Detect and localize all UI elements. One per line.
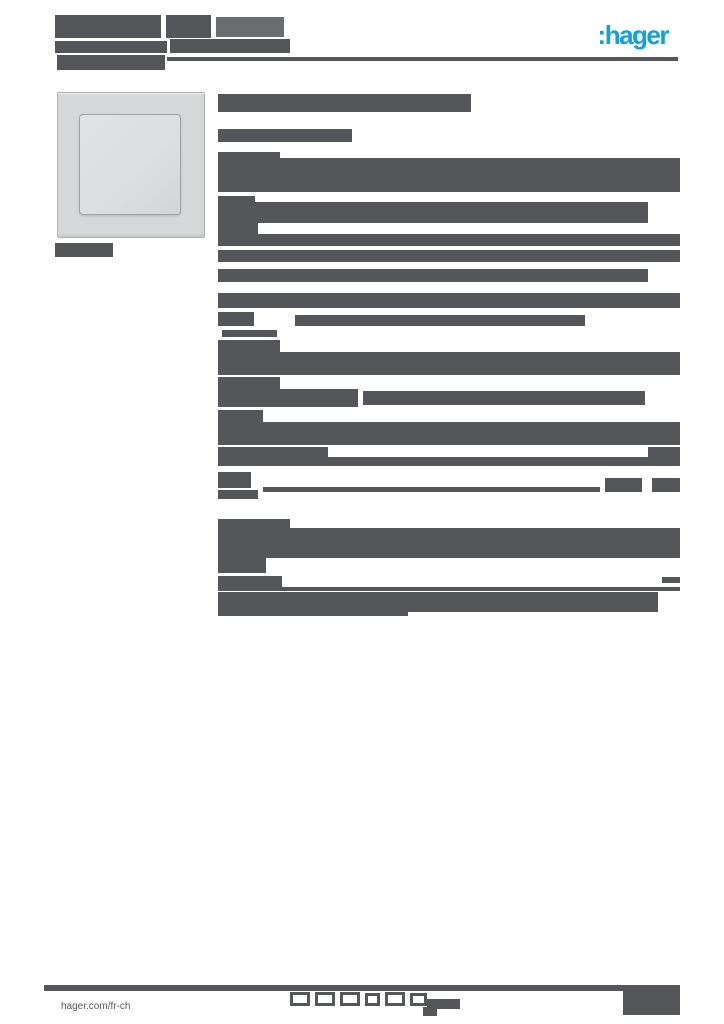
- spec-row-bar: [218, 312, 254, 326]
- spec-row-bar: [218, 196, 255, 202]
- spec-row-bar: [218, 269, 648, 282]
- spec-row-bar: [218, 422, 680, 445]
- certification-icon: [315, 992, 335, 1006]
- footer-url-link[interactable]: hager.com/fr-ch: [61, 1001, 131, 1012]
- spec-row-bar: [218, 447, 328, 457]
- spec-row-bar: [218, 234, 680, 246]
- type-rule: [263, 487, 600, 492]
- type-label-bar: [218, 490, 258, 499]
- spec-row-bar: [218, 158, 680, 192]
- spec-row-bar: [218, 250, 680, 262]
- footer-rule: [44, 985, 680, 991]
- section-label-bar: [218, 152, 280, 158]
- ref-row-bar: [218, 592, 658, 612]
- ref-row-bar: [218, 612, 408, 616]
- spec-row-bar: [222, 330, 277, 337]
- footer-mark-bar: [427, 999, 460, 1009]
- certification-icon: [340, 992, 360, 1006]
- product-title-bar: [218, 94, 471, 112]
- ref-rule: [218, 587, 680, 591]
- spec-row-bar: [363, 391, 645, 405]
- certification-icon: [365, 993, 380, 1006]
- title-text-bar: [166, 15, 211, 38]
- spec-row-bar: [218, 293, 680, 308]
- header-rule: [167, 57, 678, 61]
- title-text-bar: [216, 17, 284, 37]
- title-text-bar: [55, 41, 167, 53]
- image-caption-bar: [55, 243, 113, 257]
- spec-row-bar: [218, 457, 680, 466]
- certification-icon: [410, 993, 427, 1006]
- spec-row-bar: [218, 352, 680, 375]
- note-paragraph-bar: [218, 528, 680, 558]
- type-value-bar: [605, 478, 642, 492]
- footer-reference-block: [623, 990, 680, 1015]
- product-subtitle-bar: [218, 129, 352, 142]
- note-paragraph-bar: [218, 558, 266, 573]
- spec-value-bar: [648, 447, 680, 457]
- title-text-bar: [57, 55, 165, 70]
- type-label-bar: [218, 472, 251, 488]
- ref-value-bar: [662, 577, 680, 583]
- certification-icon: [290, 992, 310, 1006]
- note-label-bar: [218, 519, 290, 528]
- spec-row-bar: [218, 389, 358, 407]
- product-image: [57, 92, 205, 238]
- switch-rocker: [79, 114, 181, 215]
- hager-logo: :hager: [597, 20, 670, 50]
- spec-row-bar: [218, 340, 280, 352]
- footer-url-box: hager.com/fr-ch: [55, 995, 173, 1024]
- title-text-bar: [170, 39, 290, 53]
- footer-mark-bar: [423, 1007, 437, 1016]
- title-text-bar: [55, 15, 161, 38]
- ref-label-bar: [218, 576, 282, 587]
- type-value-bar: [652, 478, 680, 492]
- spec-row-bar: [218, 377, 280, 389]
- spec-row-bar: [218, 410, 263, 422]
- spec-row-bar: [218, 223, 258, 234]
- spec-row-bar: [295, 315, 585, 326]
- certification-icon: [385, 992, 405, 1006]
- spec-row-bar: [218, 202, 648, 223]
